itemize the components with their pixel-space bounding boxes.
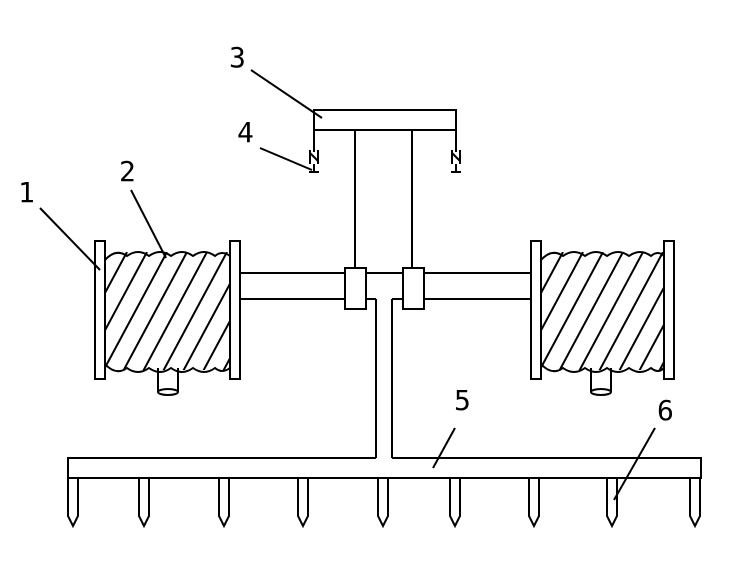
vertical-post [375,299,393,458]
label-5: 5 [454,384,471,417]
leader-2 [130,189,167,259]
rake-beam [67,457,702,479]
right-flange-inner [530,240,542,380]
leader-3 [250,69,323,119]
sleeve-block-left [344,267,367,310]
leader-4 [259,147,313,171]
tine [377,478,389,529]
label-3: 3 [229,41,246,74]
hook-right [451,150,461,173]
label-4: 4 [237,116,254,149]
leader-1 [39,207,101,271]
left-flange-inner [229,240,241,380]
tine [218,478,230,529]
label-1: 1 [18,176,35,209]
tine [689,478,701,529]
horizontal-axle [240,272,531,300]
leader-6 [613,427,656,501]
sleeve-block-right [402,267,425,310]
left-flange-outer [94,240,106,380]
right-roller [530,240,675,396]
label-6: 6 [657,394,674,427]
left-roller [94,240,241,396]
tine [297,478,309,529]
rake-tines [67,478,701,529]
tine [67,478,79,529]
leader-lines [39,69,656,501]
tine [606,478,618,529]
leader-5 [432,427,456,469]
tine [138,478,150,529]
hook-left [309,150,319,173]
right-flange-outer [663,240,675,380]
top-frame [313,109,457,268]
label-2: 2 [119,155,136,188]
tine [449,478,461,529]
tine [528,478,540,529]
